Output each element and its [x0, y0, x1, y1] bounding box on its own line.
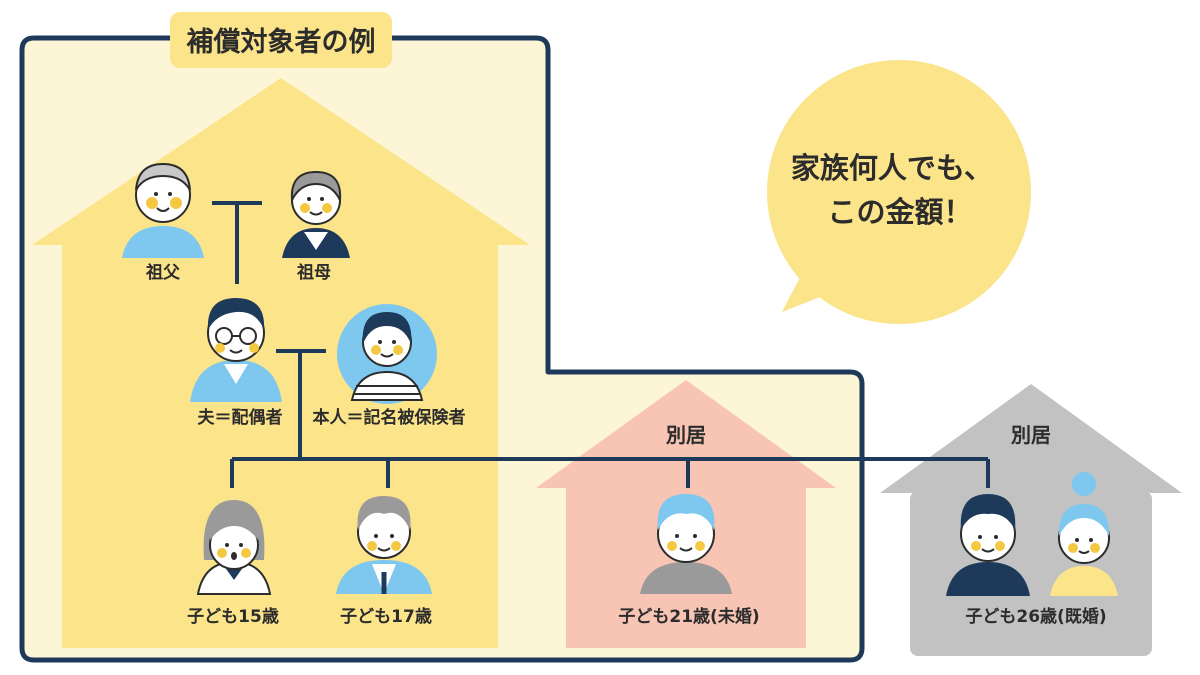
child21-label: 子ども21歳(未婚) — [618, 606, 759, 627]
spouse-figure — [1050, 472, 1118, 596]
husband-label: 夫＝配偶者 — [198, 407, 283, 428]
separate-label-pink: 別居 — [666, 423, 706, 447]
speech-line-1: 家族何人でも、 — [791, 151, 993, 185]
child15-figure: 子ども15歳 — [187, 500, 279, 627]
self-figure: 本人＝記名被保険者 — [313, 304, 466, 428]
child17-figure: 子ども17歳 — [336, 496, 432, 627]
separate-label-gray: 別居 — [1011, 423, 1051, 447]
grandfather-label: 祖父 — [145, 262, 181, 283]
title-tag: 補償対象者の例 — [170, 12, 392, 68]
husband-figure: 夫＝配偶者 — [190, 298, 283, 428]
speech-bubble: 家族何人でも、 この金額！ — [767, 60, 1031, 324]
self-label: 本人＝記名被保険者 — [313, 407, 466, 428]
grandfather-figure: 祖父 — [122, 162, 204, 283]
child15-label: 子ども15歳 — [187, 606, 279, 627]
family-tree-lines — [212, 201, 990, 488]
child26-label: 子ども26歳(既婚) — [965, 606, 1106, 627]
child21-figure: 子ども21歳(未婚) — [618, 494, 760, 627]
child26-figure — [946, 494, 1030, 596]
title-text: 補償対象者の例 — [186, 26, 376, 58]
grandmother-figure: 祖母 — [282, 170, 350, 283]
grandmother-label: 祖母 — [296, 262, 331, 283]
child17-label: 子ども17歳 — [340, 606, 432, 627]
speech-line-2: この金額！ — [827, 195, 972, 229]
